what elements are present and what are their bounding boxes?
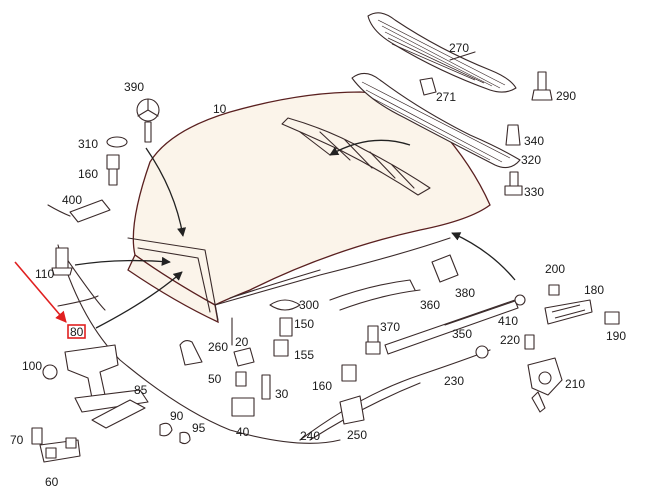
label-271: 271 [436, 90, 456, 104]
label-40: 40 [236, 425, 250, 439]
label-270: 270 [449, 41, 469, 55]
label-370: 370 [380, 320, 400, 334]
latch-assembly [42, 344, 191, 445]
label-360: 360 [420, 298, 440, 312]
label-330: 330 [524, 185, 544, 199]
label-290: 290 [556, 89, 576, 103]
label-80: 80 [70, 325, 84, 339]
latch-210 [527, 357, 563, 413]
clip-340 [505, 124, 521, 146]
pointer-arrows [57, 139, 516, 329]
hinge-180 [544, 284, 593, 325]
bolt-220 [524, 334, 535, 350]
label-110: 110 [35, 267, 54, 281]
label-310: 310 [78, 137, 98, 151]
label-155: 155 [294, 348, 314, 362]
label-10: 10 [213, 102, 227, 116]
hinge-70-60 [31, 427, 81, 463]
hood-panel [127, 91, 491, 324]
label-200: 200 [545, 262, 565, 276]
bumper-160-top [106, 154, 120, 186]
label-340: 340 [524, 134, 544, 148]
label-160-low: 160 [312, 379, 332, 393]
gas-strut [384, 294, 526, 355]
label-160-top: 160 [78, 167, 98, 181]
cable-230 [299, 345, 491, 441]
release-cable [51, 244, 341, 444]
screw-290 [531, 71, 553, 101]
highlight-callout [14, 261, 86, 339]
label-230: 230 [444, 374, 464, 388]
label-390: 390 [124, 80, 144, 94]
seal-310 [106, 136, 128, 148]
label-320: 320 [521, 153, 541, 167]
label-50: 50 [208, 372, 222, 386]
label-85: 85 [134, 383, 148, 397]
label-400: 400 [62, 193, 82, 207]
label-95: 95 [192, 421, 206, 435]
label-260: 260 [208, 340, 228, 354]
cable-360 [329, 279, 421, 311]
label-240: 240 [300, 429, 320, 443]
screw-330 [504, 171, 523, 196]
label-210: 210 [565, 377, 585, 391]
pad-400 [47, 199, 111, 223]
label-220: 220 [500, 333, 520, 347]
vent-frame [351, 72, 521, 169]
label-410: 410 [498, 314, 518, 328]
bumper-370 [365, 325, 381, 355]
label-20: 20 [235, 335, 249, 349]
label-300: 300 [299, 298, 319, 312]
label-190: 190 [606, 329, 626, 343]
label-60: 60 [45, 475, 59, 489]
label-30: 30 [275, 387, 289, 401]
label-150: 150 [294, 317, 314, 331]
hood-star-emblem [136, 98, 160, 143]
label-100: 100 [22, 359, 42, 373]
label-180: 180 [584, 283, 604, 297]
label-90: 90 [170, 409, 184, 423]
clip-271 [419, 77, 437, 96]
fasteners-center [179, 299, 301, 417]
cowl-grille [367, 12, 517, 93]
bolt-190 [604, 311, 620, 325]
damper-380 [431, 254, 459, 283]
label-380: 380 [455, 286, 475, 300]
label-250: 250 [347, 428, 367, 442]
label-350: 350 [452, 327, 472, 341]
bumper-160-low [341, 364, 357, 382]
label-70: 70 [10, 433, 24, 447]
part-labels: 10 20 30 40 50 60 70 80 85 90 95 100 110… [10, 41, 626, 489]
clip-250 [339, 395, 365, 425]
